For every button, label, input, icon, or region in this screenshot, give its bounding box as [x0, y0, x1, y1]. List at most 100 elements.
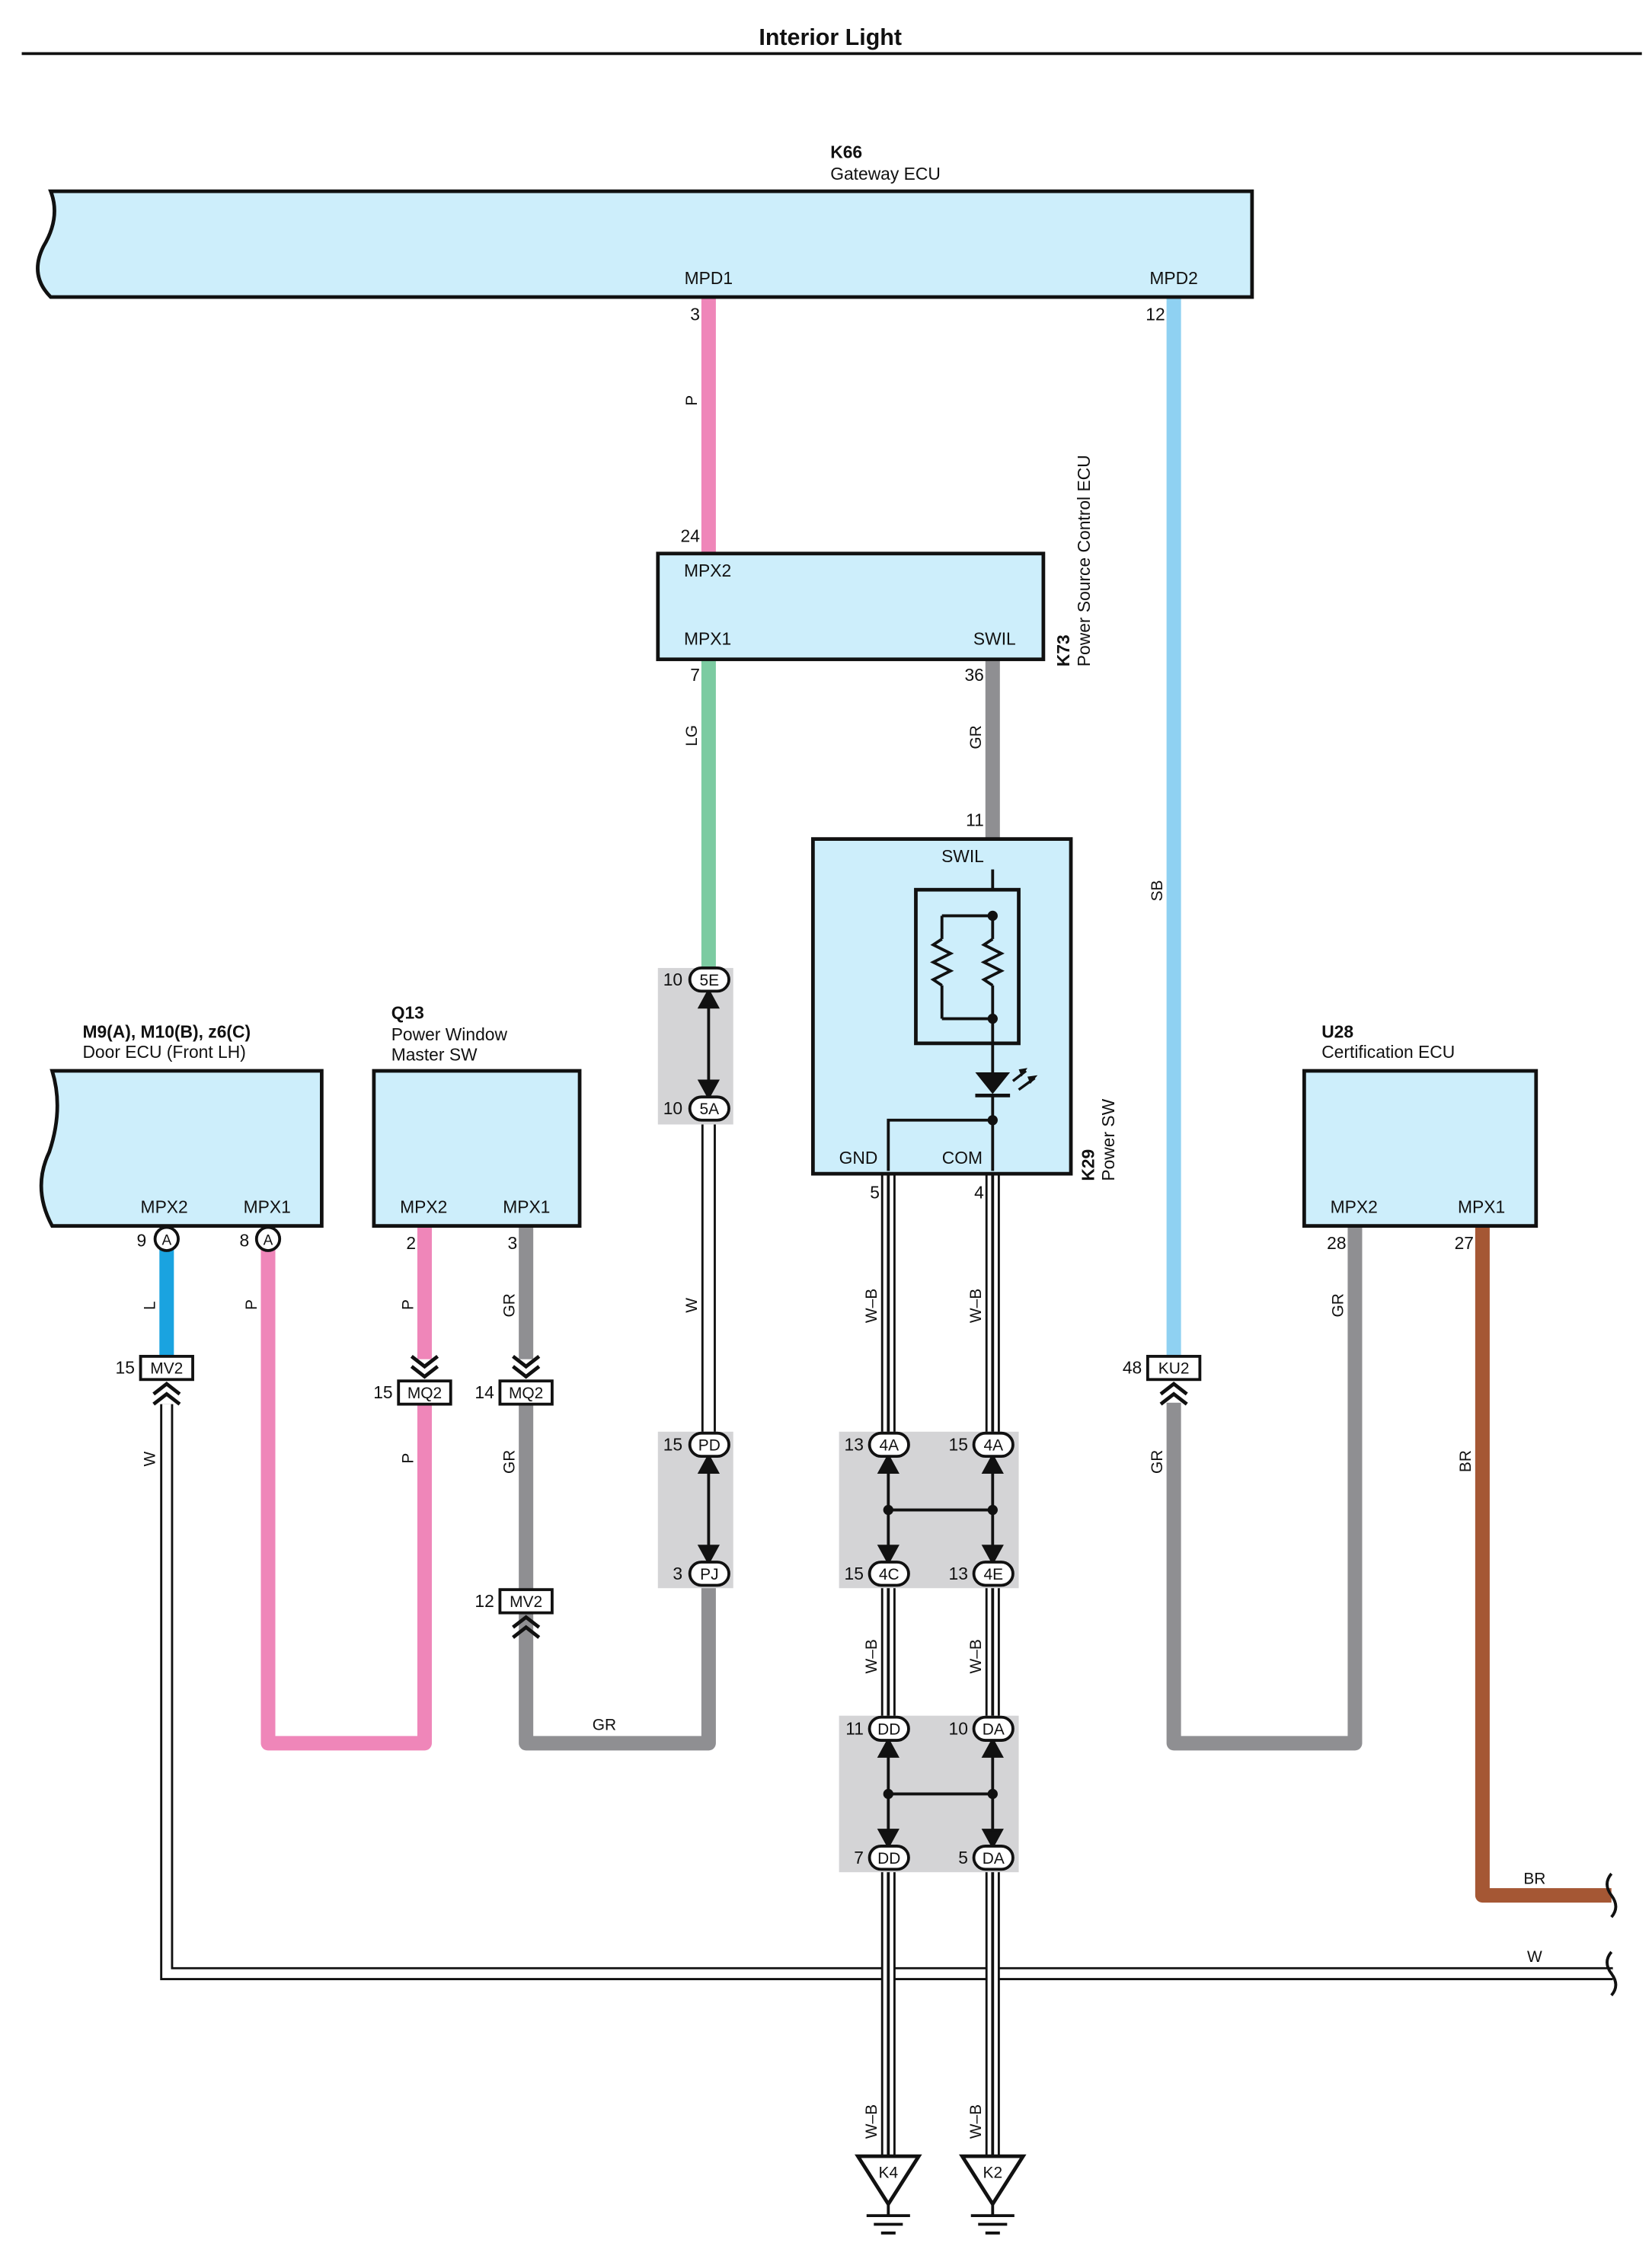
connector-mv2-12-pin: 12 — [475, 1591, 494, 1611]
k73-pin-mpx1: MPX1 — [684, 629, 731, 649]
wire-label-br-2: BR — [1523, 1870, 1545, 1887]
k66-pin-mpd1: MPD1 — [685, 268, 733, 288]
q13-pin-2: 2 — [406, 1233, 416, 1253]
k66-pin-3: 3 — [690, 304, 700, 324]
connector-4c-pin: 15 — [845, 1564, 864, 1583]
ground-k4-label: K4 — [879, 2165, 899, 2182]
k29-pin-com: COM — [942, 1148, 983, 1168]
q13-name-line2: Master SW — [391, 1045, 478, 1065]
led-icon — [975, 1068, 1038, 1097]
connector-4a-13: 4A 13 — [845, 1431, 910, 1458]
wire-label-gr-6: GR — [1330, 1293, 1347, 1317]
k66-name: Gateway ECU — [830, 164, 941, 184]
k73-pin-24: 24 — [681, 526, 701, 546]
connector-5a: 5A 10 — [663, 1095, 730, 1122]
connector-dd-7-label: DD — [877, 1850, 900, 1867]
k73-pin-7: 7 — [690, 665, 700, 685]
ground-k2-icon: K2 — [959, 2154, 1027, 2235]
connector-dd-7-pin: 7 — [854, 1848, 864, 1867]
connector-4a-15-label: 4A — [983, 1437, 1003, 1455]
k66-pin-mpd2: MPD2 — [1149, 268, 1197, 288]
connector-ku2-48: KU2 48 — [1123, 1354, 1202, 1406]
q13-pin-mpx2: MPX2 — [400, 1196, 447, 1216]
u28-pin-27: 27 — [1455, 1233, 1474, 1253]
connector-a-8-label: A — [264, 1232, 273, 1248]
connector-5e-label: 5E — [700, 972, 720, 989]
page-title: Interior Light — [759, 24, 902, 50]
connector-mq2-14-pin: 14 — [475, 1382, 494, 1402]
q13-name-line1: Power Window — [391, 1024, 508, 1044]
connector-4c-label: 4C — [879, 1566, 899, 1583]
connector-4e-label: 4E — [983, 1566, 1003, 1583]
connector-dd-7: DD 7 — [854, 1845, 910, 1871]
connector-mq2-15-label: MQ2 — [407, 1385, 442, 1402]
wire-label-wb-2: W–B — [967, 1289, 985, 1323]
connector-da-10-label: DA — [983, 1720, 1005, 1738]
door-ecu-pin-8: 8 — [240, 1230, 250, 1250]
connector-mv2-15-pin: 15 — [116, 1358, 135, 1378]
connector-mv2-12-label: MV2 — [510, 1593, 542, 1611]
connector-5e-pin: 10 — [663, 970, 682, 989]
u28-name: Certification ECU — [1321, 1042, 1455, 1062]
connector-4a-15-pin: 15 — [949, 1435, 968, 1455]
wire-label-wb-5: W–B — [863, 2104, 880, 2139]
wire-gr-ku2-u28 — [1166, 1225, 1363, 1751]
ground-k4-icon: K4 — [855, 2154, 922, 2235]
u28-id: U28 — [1321, 1021, 1353, 1041]
k29-name: Power SW — [1098, 1098, 1118, 1181]
k29-pin-swil: SWIL — [941, 846, 984, 866]
wire-break-br — [1606, 1872, 1618, 1919]
door-ecu-pin-9: 9 — [136, 1230, 146, 1250]
connector-a-8 — [254, 1225, 282, 1252]
door-ecu-id: M9(A), M10(B), z6(C) — [82, 1021, 251, 1041]
wire-label-wb-4: W–B — [967, 1639, 985, 1673]
wire-label-sb: SB — [1149, 880, 1166, 902]
connector-4a-13-pin: 13 — [845, 1435, 864, 1455]
connector-pd: PD 15 — [663, 1431, 730, 1458]
connector-mq2-15: MQ2 15 — [373, 1354, 452, 1406]
wire-label-gr-1: GR — [967, 725, 985, 749]
k29-node — [987, 910, 998, 922]
u28-pin-28: 28 — [1327, 1233, 1346, 1253]
connector-mv2-12: MV2 12 — [475, 1588, 554, 1639]
k66-id: K66 — [830, 142, 862, 161]
k29-internal-circuit — [887, 869, 1021, 1171]
door-ecu-pin-mpx2: MPX2 — [141, 1196, 188, 1216]
wire-break-w — [1606, 1950, 1618, 1997]
wire-label-gr-5: GR — [1149, 1450, 1166, 1474]
k66-box — [36, 189, 1254, 299]
connector-da-10: DA 10 — [949, 1715, 1015, 1742]
connector-dd-11: DD 11 — [845, 1715, 910, 1742]
k73-id: K73 — [1053, 634, 1073, 666]
connector-5e: 5E 10 — [663, 966, 730, 993]
k73-box — [656, 551, 1046, 662]
wire-label-wb-1: W–B — [863, 1289, 880, 1323]
wire-label-w-2: W — [142, 1451, 159, 1466]
wire-label-p-4: P — [399, 1453, 417, 1464]
wire-label-p-2: P — [243, 1299, 260, 1310]
connector-da-5-label: DA — [983, 1850, 1005, 1867]
connector-pj: PJ 3 — [673, 1561, 730, 1587]
k73-pin-swil: SWIL — [973, 629, 1016, 649]
k73-pin-mpx2: MPX2 — [684, 561, 731, 580]
connector-a-9 — [153, 1225, 180, 1252]
connector-dd-11-label: DD — [877, 1720, 900, 1738]
k29-pin-4: 4 — [974, 1182, 984, 1202]
q13-pin-mpx1: MPX1 — [503, 1196, 550, 1216]
k29-pin-gnd: GND — [839, 1148, 878, 1168]
u28-pin-mpx2: MPX2 — [1331, 1196, 1378, 1216]
wire-label-wb-3: W–B — [863, 1639, 880, 1673]
connector-4a-13-label: 4A — [879, 1437, 899, 1455]
connector-pj-pin: 3 — [673, 1564, 682, 1583]
k29-pin-5: 5 — [870, 1182, 880, 1202]
connector-mv2-15: MV2 15 — [116, 1354, 194, 1406]
k29-pin-11: 11 — [966, 810, 984, 829]
connector-mq2-14-label: MQ2 — [509, 1385, 543, 1402]
wire-label-p-3: P — [399, 1299, 417, 1310]
q13-id: Q13 — [391, 1003, 424, 1023]
connector-da-10-pin: 10 — [949, 1718, 968, 1738]
connector-pj-label: PJ — [700, 1566, 718, 1583]
wire-label-lg: LG — [683, 725, 701, 746]
connector-pd-label: PD — [698, 1437, 721, 1455]
connector-mv2-15-label: MV2 — [150, 1360, 183, 1378]
